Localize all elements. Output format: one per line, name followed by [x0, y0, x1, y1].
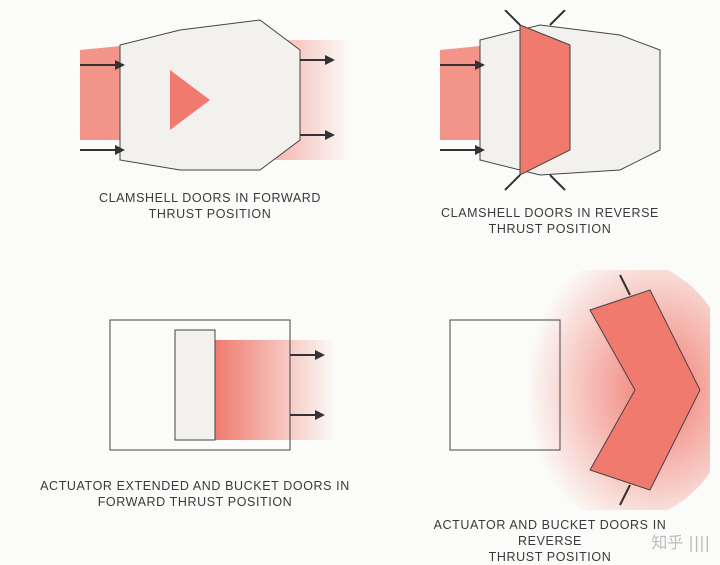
clamshell-forward-diagram [80, 19, 350, 171]
watermark: 知乎 |||| [651, 533, 710, 552]
caption-clamshell-forward: CLAMSHELL DOORS IN FORWARD THRUST POSITI… [98, 191, 322, 221]
bucket-reverse-diagram [449, 270, 710, 510]
clamshell-reverse-diagram [440, 10, 661, 191]
caption-clamshell-reverse: CLAMSHELL DOORS IN REVERSE THRUST POSITI… [441, 206, 659, 236]
bucket-forward-diagram [109, 319, 335, 451]
caption-bucket-reverse: ACTUATOR AND BUCKET DOORS IN REVERSE THR… [433, 518, 667, 564]
caption-bucket-forward: ACTUATOR EXTENDED AND BUCKET DOORS IN FO… [40, 479, 350, 509]
